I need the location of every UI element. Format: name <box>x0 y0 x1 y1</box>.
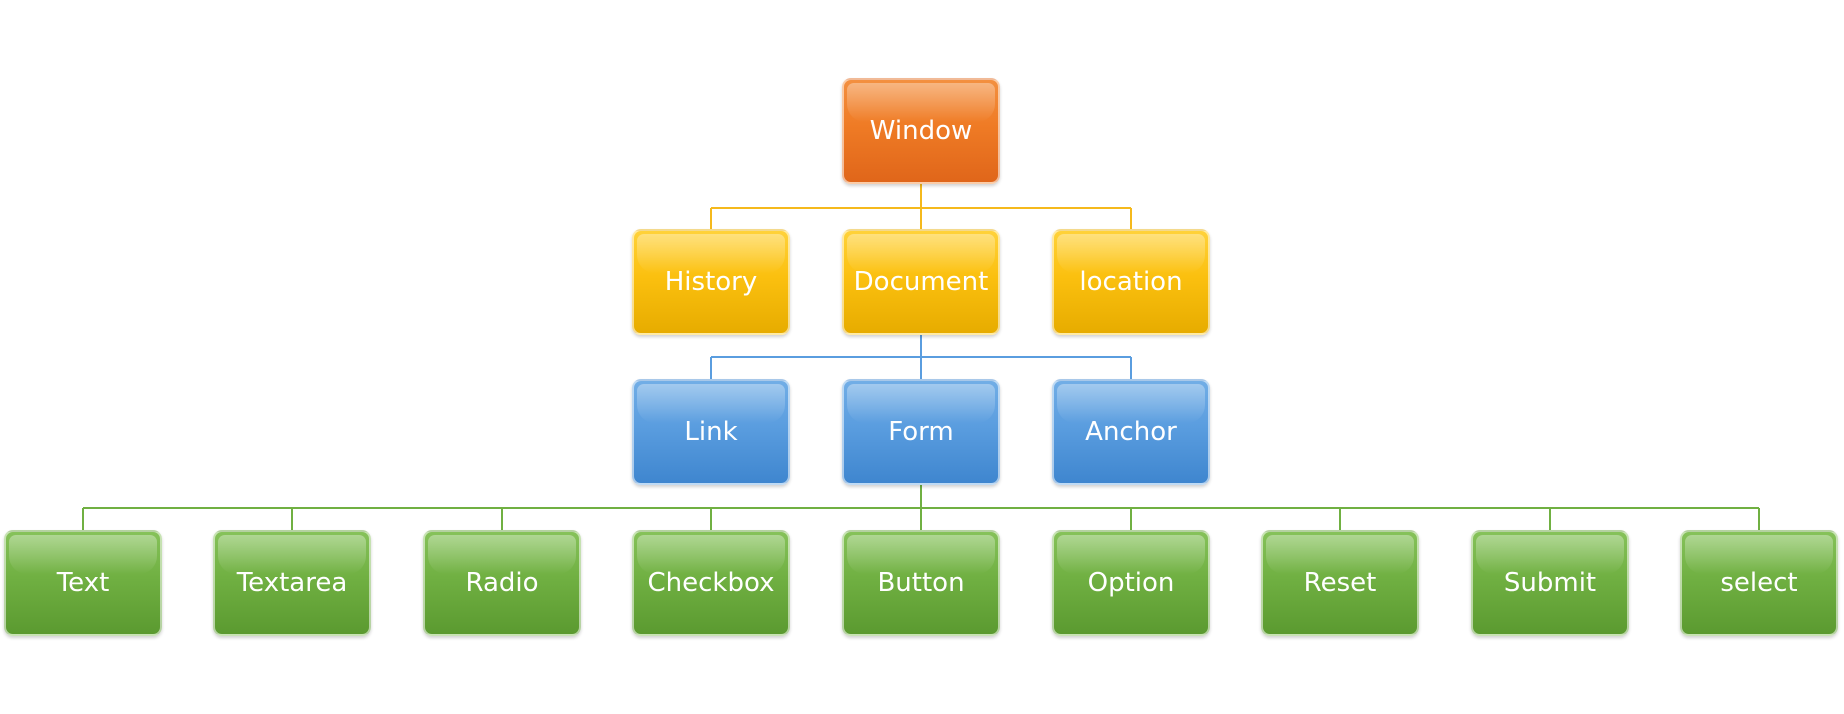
node-reset: Reset <box>1261 530 1419 636</box>
node-button: Button <box>842 530 1000 636</box>
node-textarea-label: Textarea <box>236 568 348 598</box>
node-submit-label: Submit <box>1503 568 1597 598</box>
node-radio: Radio <box>423 530 581 636</box>
node-option: Option <box>1052 530 1210 636</box>
node-select-label: select <box>1720 568 1798 598</box>
node-text-label: Text <box>56 568 110 598</box>
node-document: Document <box>842 229 1000 335</box>
node-history-label: History <box>664 267 758 297</box>
connectors-window-children <box>710 184 1132 229</box>
node-radio-label: Radio <box>465 568 539 598</box>
node-select: select <box>1680 530 1838 636</box>
node-anchor: Anchor <box>1052 379 1210 485</box>
node-form-label: Form <box>888 417 954 447</box>
node-location: location <box>1052 229 1210 335</box>
node-document-label: Document <box>853 267 989 297</box>
node-checkbox-label: Checkbox <box>647 568 775 598</box>
node-link: Link <box>632 379 790 485</box>
node-option-label: Option <box>1087 568 1175 598</box>
node-location-label: location <box>1079 267 1183 297</box>
node-link-label: Link <box>684 417 738 447</box>
connectors-form-children <box>82 485 1760 530</box>
node-checkbox: Checkbox <box>632 530 790 636</box>
node-button-label: Button <box>877 568 965 598</box>
node-anchor-label: Anchor <box>1085 417 1177 447</box>
node-form: Form <box>842 379 1000 485</box>
node-submit: Submit <box>1471 530 1629 636</box>
node-reset-label: Reset <box>1303 568 1377 598</box>
node-window: Window <box>842 78 1000 184</box>
node-text: Text <box>4 530 162 636</box>
node-history: History <box>632 229 790 335</box>
node-textarea: Textarea <box>213 530 371 636</box>
node-window-label: Window <box>869 116 973 146</box>
connectors-document-children <box>710 335 1132 379</box>
